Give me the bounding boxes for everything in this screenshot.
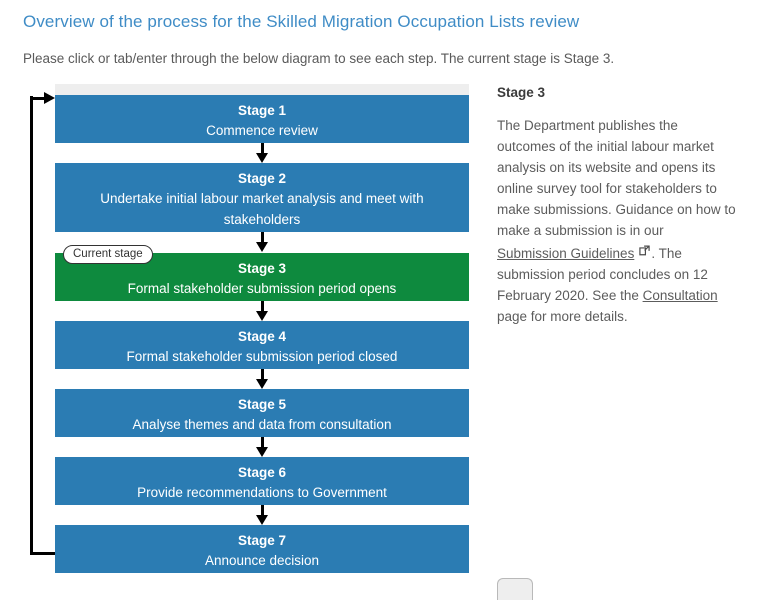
consultation-link[interactable]: Consultation — [642, 288, 718, 303]
stage-4-title: Stage 4 — [237, 329, 287, 344]
arrow-stem — [261, 301, 264, 313]
arrow-stem — [261, 232, 264, 244]
stage-7-title: Stage 7 — [237, 533, 287, 548]
arrow-head — [256, 447, 268, 457]
arrow-down-icon-1 — [256, 143, 269, 163]
arrow-down-icon-5 — [256, 437, 269, 457]
arrow-down-icon-2 — [256, 232, 269, 252]
page-title: Overview of the process for the Skilled … — [23, 12, 580, 31]
stage-6-description: Provide recommendations to Government — [137, 485, 387, 500]
arrow-head — [256, 153, 268, 163]
loop-back-connector-top — [30, 97, 48, 100]
stage-5-description: Analyse themes and data from consultatio… — [132, 417, 392, 432]
stage-detail-heading: Stage 3 — [497, 85, 546, 100]
detail-text-after-link: . The submission period concludes on 12 … — [497, 246, 708, 303]
external-link-icon — [639, 241, 651, 262]
stage-7-description: Announce decision — [204, 553, 320, 568]
stage-box-7[interactable]: Stage 7 Announce decision — [55, 525, 469, 573]
stage-1-title: Stage 1 — [237, 103, 287, 118]
arrow-stem — [261, 143, 264, 155]
stage-4-description: Formal stakeholder submission period clo… — [126, 349, 398, 364]
stage-box-2[interactable]: Stage 2 Undertake initial labour market … — [55, 163, 469, 232]
page-intro-text: Please click or tab/enter through the be… — [23, 51, 615, 66]
stage-3-description: Formal stakeholder submission period ope… — [127, 281, 397, 296]
process-diagram: Stage 1 Commence review Stage 2 Undertak… — [30, 84, 469, 573]
arrow-head — [256, 311, 268, 321]
stage-5-title: Stage 5 — [237, 397, 287, 412]
stage-3-title: Stage 3 — [237, 261, 287, 276]
stage-box-5[interactable]: Stage 5 Analyse themes and data from con… — [55, 389, 469, 437]
diagram-top-strip — [55, 84, 469, 95]
loop-back-arrow-icon — [44, 92, 55, 104]
stage-1-description: Commence review — [206, 123, 318, 138]
arrow-down-icon-6 — [256, 505, 269, 525]
arrow-down-icon-3 — [256, 301, 269, 321]
arrow-stem — [261, 505, 264, 517]
current-stage-badge: Current stage — [63, 245, 153, 264]
stage-detail-body: The Department publishes the outcomes of… — [497, 115, 737, 327]
arrow-head — [256, 379, 268, 389]
arrow-head — [256, 515, 268, 525]
bottom-rounded-control[interactable] — [497, 578, 533, 600]
stage-detail-panel: Stage 3 The Department publishes the out… — [497, 84, 737, 327]
submission-guidelines-link[interactable]: Submission Guidelines — [497, 246, 635, 261]
detail-text-end: page for more details. — [497, 309, 628, 324]
stage-6-title: Stage 6 — [237, 465, 287, 480]
arrow-down-icon-4 — [256, 369, 269, 389]
arrow-stem — [261, 369, 264, 381]
arrow-stem — [261, 437, 264, 449]
stage-2-description: Undertake initial labour market analysis… — [100, 191, 424, 227]
loop-back-connector-vertical — [30, 96, 33, 555]
stage-box-6[interactable]: Stage 6 Provide recommendations to Gover… — [55, 457, 469, 505]
stage-2-title: Stage 2 — [237, 171, 287, 186]
detail-text-before-link: The Department publishes the outcomes of… — [497, 118, 736, 238]
loop-back-connector-bottom — [30, 552, 57, 555]
stage-box-1[interactable]: Stage 1 Commence review — [55, 95, 469, 143]
stage-box-4[interactable]: Stage 4 Formal stakeholder submission pe… — [55, 321, 469, 369]
arrow-head — [256, 242, 268, 252]
